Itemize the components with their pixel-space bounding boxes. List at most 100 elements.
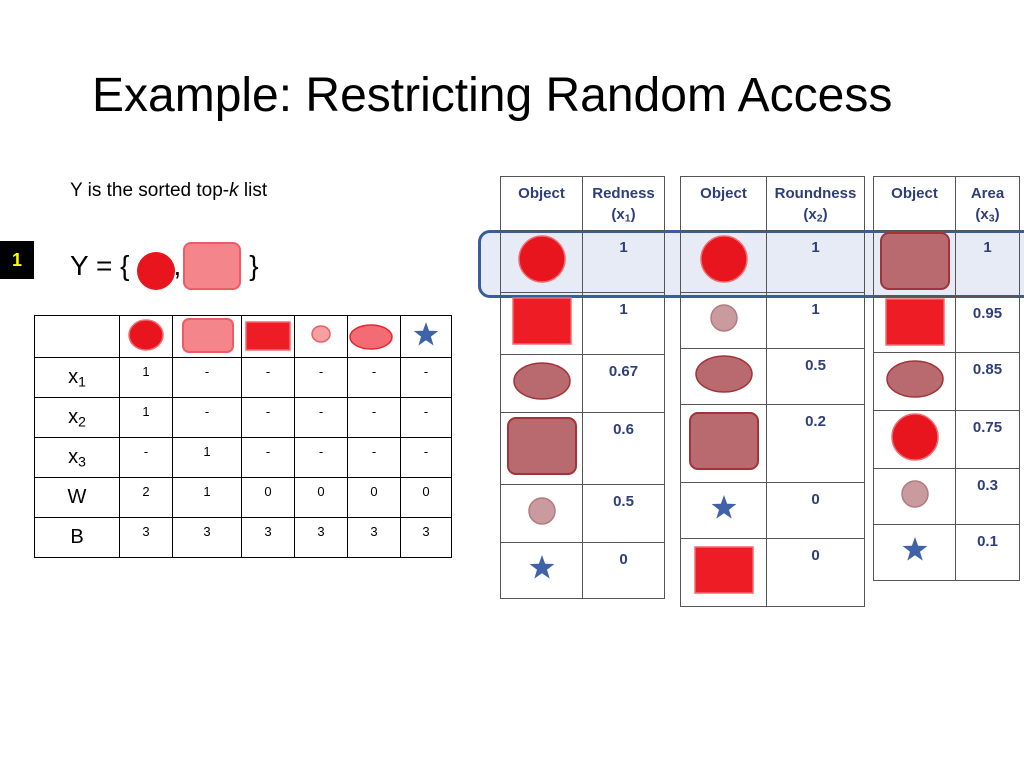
ranking-object-cell bbox=[680, 404, 767, 483]
header-paren-close: ) bbox=[822, 206, 828, 223]
rounded-square-icon bbox=[182, 318, 234, 353]
row-label-text: x bbox=[68, 366, 79, 388]
red-circle-icon bbox=[890, 413, 939, 461]
matrix-cell: 1 bbox=[119, 397, 173, 438]
star-icon bbox=[413, 322, 439, 346]
matrix-row-label: x1 bbox=[34, 357, 120, 398]
ranking-object-cell bbox=[873, 230, 956, 297]
row-label-subscript: 3 bbox=[78, 453, 86, 470]
matrix-cell: - bbox=[347, 357, 401, 398]
ranking-row: 0 bbox=[500, 542, 665, 599]
y-set: Y = { , } bbox=[70, 242, 259, 290]
matrix-cell: 0 bbox=[347, 477, 401, 518]
subtitle: Y is the sorted top-k list bbox=[70, 180, 267, 202]
y-rounded-square-icon bbox=[183, 242, 242, 290]
matrix-col-red-circle bbox=[119, 315, 173, 358]
row-label-text: x bbox=[68, 406, 79, 428]
matrix-col-star bbox=[400, 315, 452, 358]
matrix-cell: - bbox=[400, 397, 452, 438]
matrix-cell: 1 bbox=[172, 437, 242, 478]
matrix-cell: 3 bbox=[294, 517, 348, 558]
matrix-cell: - bbox=[119, 437, 173, 478]
y-set-open: Y = { bbox=[70, 250, 130, 281]
ranking-object-cell bbox=[873, 352, 956, 411]
ranking-score: 0.3 bbox=[955, 468, 1020, 525]
ranking-row: 1 bbox=[873, 230, 1020, 297]
header-object-text: Object bbox=[891, 185, 938, 202]
ranking-score: 0.1 bbox=[955, 524, 1020, 581]
ranking-row: 0.5 bbox=[500, 484, 665, 543]
matrix-cell: - bbox=[172, 357, 242, 398]
ranking-object-cell bbox=[680, 482, 767, 539]
muted-ellipse-icon bbox=[694, 355, 753, 393]
matrix-cell: 3 bbox=[347, 517, 401, 558]
row-label-subscript: 1 bbox=[78, 373, 86, 390]
muted-rounded-square-icon bbox=[506, 417, 577, 475]
muted-rounded-square-icon bbox=[688, 412, 759, 470]
blue-star-icon bbox=[529, 555, 554, 579]
matrix-cell: - bbox=[294, 437, 348, 478]
header-object-text: Object bbox=[518, 185, 565, 202]
ranking-header-attribute: Area(x3) bbox=[955, 176, 1020, 231]
matrix-cell: 2 bbox=[119, 477, 173, 518]
row-label-text: B bbox=[70, 526, 84, 548]
blue-star-icon bbox=[902, 537, 927, 561]
header-attribute-text: Roundness bbox=[774, 185, 857, 202]
ranking-score: 1 bbox=[582, 292, 665, 355]
ranking-score: 0.85 bbox=[955, 352, 1020, 411]
matrix-cell: 3 bbox=[172, 517, 242, 558]
muted-ellipse-icon bbox=[885, 360, 944, 398]
matrix-row: x3-1---- bbox=[34, 437, 452, 478]
ranking-object-cell bbox=[680, 292, 767, 349]
ranking-object-cell bbox=[500, 542, 583, 599]
ranking-object-cell bbox=[500, 412, 583, 485]
ranking-score: 1 bbox=[955, 230, 1020, 297]
small-pale-circle-icon bbox=[709, 304, 738, 332]
matrix-row-label: W bbox=[34, 477, 120, 518]
muted-ellipse-icon bbox=[512, 362, 571, 400]
matrix-cell: 0 bbox=[400, 477, 452, 518]
ranking-object-cell bbox=[680, 538, 767, 607]
ranking-score: 0.5 bbox=[582, 484, 665, 543]
matrix-cell: - bbox=[400, 437, 452, 478]
ranking-row: 0.5 bbox=[680, 348, 865, 405]
header-attribute-text: Redness bbox=[592, 185, 655, 202]
matrix-cell: - bbox=[172, 397, 242, 438]
row-label-text: W bbox=[67, 486, 87, 508]
small-pale-circle-icon bbox=[900, 480, 929, 508]
header-variable: x bbox=[616, 206, 625, 223]
muted-rounded-square-icon bbox=[879, 232, 950, 290]
small-pale-circle-icon bbox=[527, 497, 556, 525]
matrix-cell: 1 bbox=[119, 357, 173, 398]
matrix-cell: - bbox=[294, 397, 348, 438]
red-square-icon bbox=[884, 298, 945, 346]
ranking-score: 1 bbox=[766, 292, 865, 349]
ranking-object-cell bbox=[680, 348, 767, 405]
matrix-cell: 0 bbox=[294, 477, 348, 518]
ranking-row: 0.2 bbox=[680, 404, 865, 483]
red-square-icon bbox=[511, 297, 572, 345]
ranking-object-cell bbox=[500, 230, 583, 293]
matrix-cell: - bbox=[294, 357, 348, 398]
ranking-score: 0 bbox=[582, 542, 665, 599]
header-variable: x bbox=[980, 206, 989, 223]
matrix-row-label: B bbox=[34, 517, 120, 558]
ranking-row: 0 bbox=[680, 538, 865, 607]
slide-title: Example: Restricting Random Access bbox=[92, 69, 893, 122]
matrix-corner bbox=[34, 315, 120, 358]
matrix-col-ellipse bbox=[347, 315, 401, 358]
ranking-object-cell bbox=[500, 354, 583, 413]
header-attribute-text: Area bbox=[970, 185, 1005, 202]
blue-star-icon bbox=[711, 495, 736, 519]
y-set-close: } bbox=[249, 250, 259, 281]
ranking-score: 0.2 bbox=[766, 404, 865, 483]
ranking-row: 0.67 bbox=[500, 354, 665, 413]
ranking-row: 0.85 bbox=[873, 352, 1020, 411]
ranking-row: 0.6 bbox=[500, 412, 665, 485]
